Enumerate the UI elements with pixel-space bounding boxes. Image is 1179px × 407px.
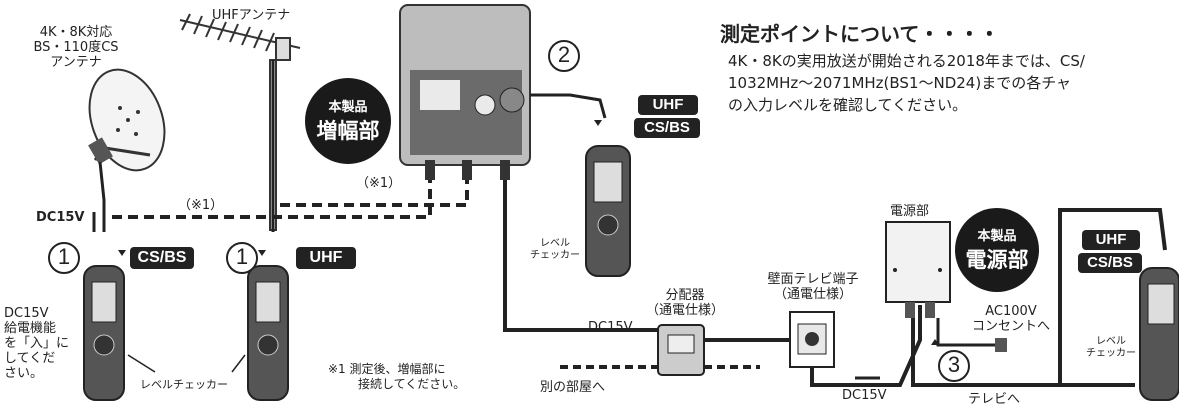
outlet-label-line1: AC100V (985, 304, 1037, 319)
description: 4K・8Kの実用放送が開始される2018年までは、CS/ 1032MHz〜207… (728, 50, 1179, 116)
dc-feed-note-line: を「入」に (4, 336, 70, 351)
other-room-label: 別の部屋へ (540, 380, 606, 395)
description-line2: 1032MHz〜2071MHz(BS1〜ND24)までの各チャ (728, 74, 1072, 92)
checker-label-right-line: チェッカー (1086, 348, 1136, 359)
footnote-line1: ※1 測定後、増幅部に (328, 362, 446, 376)
wall-terminal-label-line1: 壁面テレビ端子 (767, 272, 859, 287)
splitter-label-line1: 分配器 (665, 288, 705, 303)
bs-antenna-label-line2: BS・110度CS (33, 40, 119, 55)
checker-label-bottom: レベルチェッカー (140, 378, 228, 391)
description-line1: 4K・8Kの実用放送が開始される2018年までは、CS/ (728, 52, 1085, 70)
amplifier-unit (399, 4, 531, 180)
outlet-label-line2: コンセントへ (971, 319, 1050, 334)
amplifier-badge-line2: 増幅部 (316, 119, 380, 143)
point-1-uhf-number: 1 (226, 242, 258, 274)
description-line3: の入力レベルを確認してください。 (728, 96, 968, 114)
level-checker-uhf (247, 265, 289, 401)
amplifier-badge-line1: 本製品 (328, 100, 368, 115)
point-1-uhf-tag: UHF (296, 247, 356, 269)
bs-antenna-label-line3: アンテナ (50, 55, 102, 70)
power-badge-line1: 本製品 (977, 229, 1017, 244)
checker-label-right-line: レベル (1096, 336, 1126, 347)
point-3-tag-bs: CS/BS (1078, 253, 1142, 273)
note-ref-lower: （※1） (178, 198, 224, 213)
checker-label-mid-line: チェッカー (530, 250, 580, 261)
point-3-tag-uhf: UHF (1082, 230, 1140, 250)
wall-terminal (789, 311, 835, 368)
bs-dish-antenna (88, 68, 166, 172)
dc-feed-note-line: さい。 (4, 366, 44, 381)
dc-feed-note-line: してくだ (4, 351, 56, 366)
level-checker-bs (83, 265, 125, 401)
to-tv-label: テレビへ (968, 392, 1021, 407)
outlet-label: AC100V コンセントへ (966, 304, 1056, 334)
footnote-line2: 接続してください。 (358, 377, 466, 391)
level-checker-amplifier (585, 145, 631, 277)
heading: 測定ポイントについて・・・・ (720, 22, 1000, 46)
dc15v-bottom-label: DC15V (842, 388, 887, 403)
uhf-antenna-label: UHFアンテナ (212, 8, 291, 23)
splitter-dc-label: DC15V (588, 320, 633, 335)
checker-label-mid-line: レベル (540, 238, 570, 249)
dc-feed-note: DC15V 給電機能 を「入」に してくだ さい。 (4, 306, 69, 381)
footnote: ※1 測定後、増幅部に 接続してください。 (328, 362, 465, 392)
dc15v-left-label: DC15V (36, 210, 85, 225)
wall-terminal-label-line2: （通電仕様） (773, 287, 852, 302)
splitter-label: 分配器 （通電仕様） (640, 288, 730, 318)
checker-label-right: レベル チェッカー (1086, 336, 1136, 360)
splitter-label-line2: （通電仕様） (645, 303, 724, 318)
point-2-tag-uhf: UHF (638, 95, 698, 115)
amplifier-badge: 本製品 増幅部 (305, 78, 391, 164)
power-badge-line2: 電源部 (965, 248, 1029, 272)
power-badge: 本製品 電源部 (955, 208, 1039, 292)
point-1-bs-number: 1 (48, 242, 80, 274)
point-1-bs-tag: CS/BS (130, 247, 194, 269)
level-checker-power (1139, 267, 1179, 401)
bs-antenna-label: 4K・8K対応 BS・110度CS アンテナ (6, 25, 146, 70)
point-2-number: 2 (548, 40, 580, 72)
dc-feed-note-line: 給電機能 (4, 321, 57, 336)
note-ref-upper: （※1） (356, 176, 402, 191)
point-2-tag-bs: CS/BS (634, 118, 700, 138)
bs-antenna-label-line1: 4K・8K対応 (39, 25, 113, 40)
power-unit (885, 221, 951, 318)
point-3-number: 3 (938, 350, 970, 382)
dc-feed-note-line: DC15V (4, 306, 49, 321)
power-unit-label: 電源部 (890, 204, 930, 219)
wall-terminal-label: 壁面テレビ端子 （通電仕様） (758, 272, 868, 302)
checker-label-mid: レベル チェッカー (530, 238, 580, 262)
splitter (657, 324, 705, 376)
